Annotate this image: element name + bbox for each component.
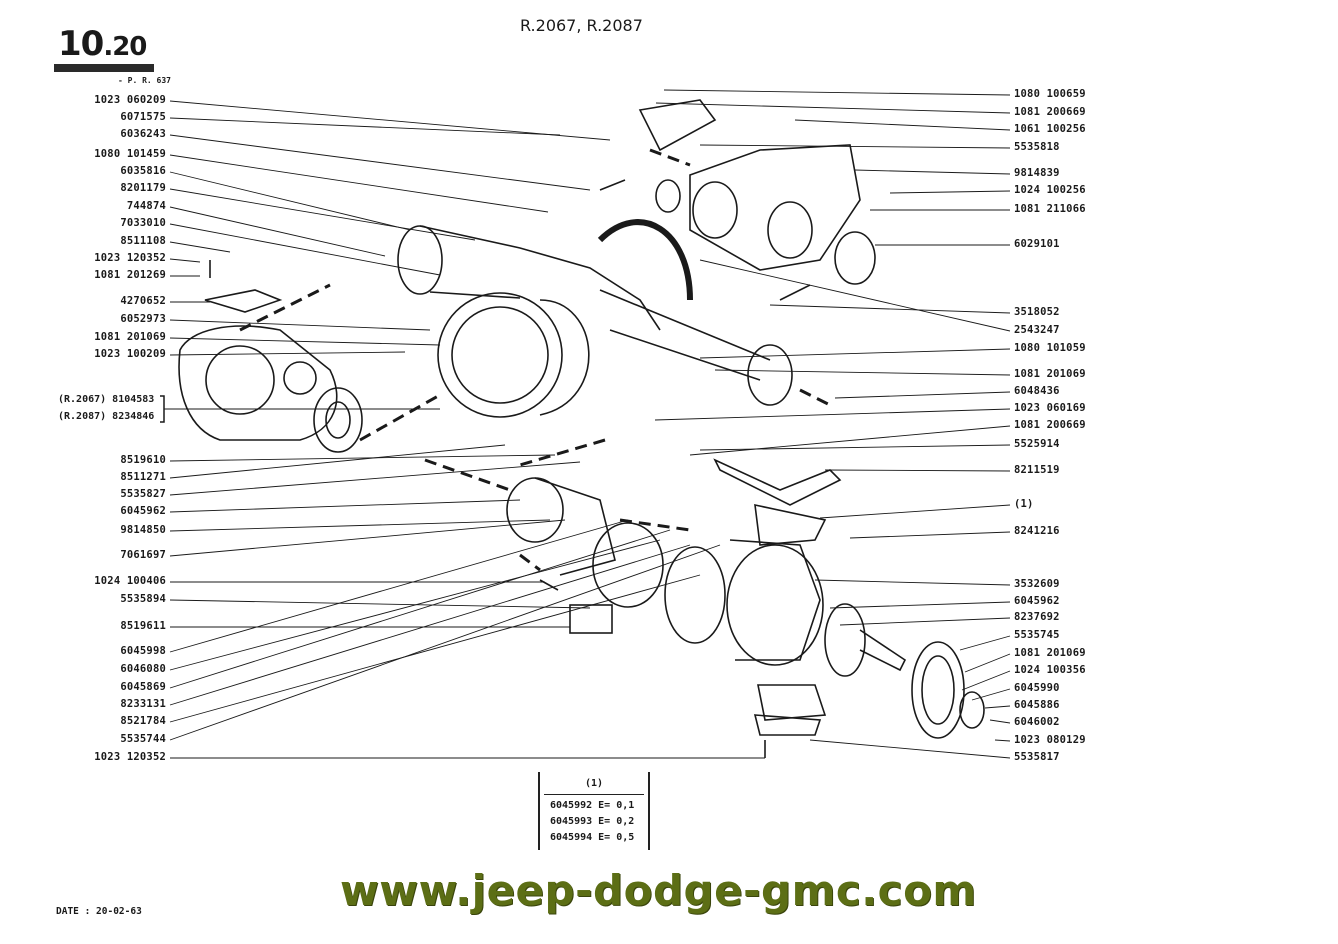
part-number-label: 5535894 (120, 593, 166, 605)
shim-table-row: 6045994 E= 0,5 (550, 832, 635, 843)
part-number-label: 5535744 (120, 733, 166, 745)
part-number-label: 1081 200669 (1014, 106, 1086, 118)
part-number-label: 6071575 (120, 111, 166, 123)
part-number-label: 5525914 (1014, 438, 1060, 450)
variant-label-r2067: (R.2067) 8104583 (58, 394, 155, 405)
part-number-label: 8233131 (120, 698, 166, 710)
part-number-label: 8241216 (1014, 525, 1060, 537)
part-number-label: 1023 120352 (94, 751, 166, 763)
part-number-label: 1024 100406 (94, 575, 166, 587)
part-number-label: 1081 201069 (1014, 368, 1086, 380)
part-number-label: 1023 060209 (94, 94, 166, 106)
part-number-label: 1081 201069 (1014, 647, 1086, 659)
part-number-label: 6045886 (1014, 699, 1060, 711)
website-watermark: www.jeep-dodge-gmc.com (340, 866, 977, 915)
part-number-label: 8511271 (120, 471, 166, 483)
part-number-label: 3532609 (1014, 578, 1060, 590)
part-number-label: 8519610 (120, 454, 166, 466)
part-number-label: 1061 100256 (1014, 123, 1086, 135)
part-number-label: 6046002 (1014, 716, 1060, 728)
part-number-label: 6029101 (1014, 238, 1060, 250)
part-number-label: 8521784 (120, 715, 166, 727)
part-number-label: 6045998 (120, 645, 166, 657)
page-number-sub: .20 (103, 32, 147, 62)
shim-table-row: 6045993 E= 0,2 (550, 816, 635, 827)
pr-reference: - P. R. 637 (118, 76, 171, 85)
part-number-label: 1023 120352 (94, 252, 166, 264)
part-number-label: 744874 (126, 200, 166, 212)
part-number-label: 5535817 (1014, 751, 1060, 763)
part-number-label: 6046080 (120, 663, 166, 675)
model-title: R.2067, R.2087 (520, 16, 643, 35)
page-number-main: 10 (58, 24, 104, 64)
part-number-label: 6045962 (1014, 595, 1060, 607)
part-number-label: 8211519 (1014, 464, 1060, 476)
part-number-label: 6048436 (1014, 385, 1060, 397)
shim-table-header: (1) (584, 778, 604, 789)
part-number-label: 8511108 (120, 235, 166, 247)
part-number-label: 3518052 (1014, 306, 1060, 318)
part-number-label: 1080 101059 (1014, 342, 1086, 354)
part-number-label: 1024 100356 (1014, 664, 1086, 676)
part-number-label: 8519611 (120, 620, 166, 632)
part-number-label: 1080 101459 (94, 148, 166, 160)
part-number-label: 1023 100209 (94, 348, 166, 360)
part-number-label: 8201179 (120, 182, 166, 194)
part-number-label: 7033010 (120, 217, 166, 229)
variant-label-r2087: (R.2087) 8234846 (58, 411, 155, 422)
part-number-label: 6052973 (120, 313, 166, 325)
part-number-label: 6045962 (120, 505, 166, 517)
part-number-label: (1) (1014, 498, 1034, 510)
part-number-label: 1081 211066 (1014, 203, 1086, 215)
part-number-label: 5535827 (120, 488, 166, 500)
part-number-label: 1024 100256 (1014, 184, 1086, 196)
part-number-label: 1081 201269 (94, 269, 166, 281)
header-bar (54, 64, 154, 72)
part-number-label: 1081 200669 (1014, 419, 1086, 431)
part-number-label: 5535745 (1014, 629, 1060, 641)
part-number-label: 9814839 (1014, 167, 1060, 179)
part-number-label: 7061697 (120, 549, 166, 561)
shim-table: (1) 6045992 E= 0,1 6045993 E= 0,2 604599… (538, 772, 650, 850)
part-number-label: 2543247 (1014, 324, 1060, 336)
shim-table-rule (544, 794, 644, 795)
part-number-label: 1023 060169 (1014, 402, 1086, 414)
part-number-label: 4270652 (120, 295, 166, 307)
part-number-label: 6035816 (120, 165, 166, 177)
part-number-label: 1080 100659 (1014, 88, 1086, 100)
part-number-label: 6045990 (1014, 682, 1060, 694)
part-number-label: 1081 201069 (94, 331, 166, 343)
part-number-label: 6036243 (120, 128, 166, 140)
part-number-label: 1023 080129 (1014, 734, 1086, 746)
date-label: DATE : 20-02-63 (56, 906, 142, 917)
page-number: 10.20 (58, 24, 147, 64)
shim-table-row: 6045992 E= 0,1 (550, 800, 635, 811)
part-number-label: 9814850 (120, 524, 166, 536)
part-number-label: 8237692 (1014, 611, 1060, 623)
part-number-label: 6045869 (120, 681, 166, 693)
part-number-label: 5535818 (1014, 141, 1060, 153)
